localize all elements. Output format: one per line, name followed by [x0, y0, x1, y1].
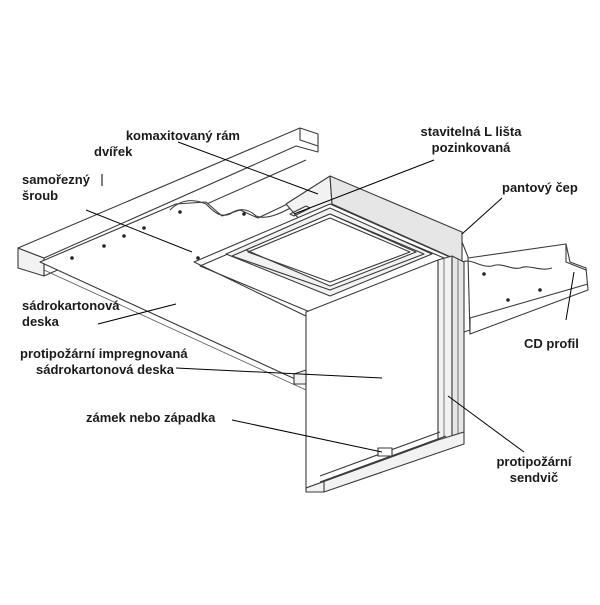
label-frame: komaxitovaný rám dvířek — [94, 128, 240, 159]
screw-dots — [70, 210, 542, 302]
cd-profile-right — [461, 243, 589, 335]
label-sandwich: protipožární sendvič — [496, 454, 572, 485]
screw-dot — [102, 244, 106, 248]
opening-rim — [193, 203, 453, 319]
leader-lstrip — [293, 159, 435, 215]
label-cdprofile: CD profil — [524, 336, 579, 351]
label-lstrip: stavitelná L lišta pozinkovaná — [420, 124, 522, 155]
leader-fireboard — [175, 367, 383, 379]
screw-dot — [122, 234, 126, 238]
screw-dot — [178, 210, 182, 214]
leader-lock — [231, 419, 383, 453]
screw-dot — [242, 212, 246, 216]
label-lock: zámek nebo západka — [86, 410, 216, 425]
door-panel — [293, 255, 465, 493]
leader-screw — [85, 209, 193, 253]
screw-dot — [482, 272, 486, 276]
label-fireboard: protipožární impregnovaná sádrokartonová… — [20, 346, 188, 377]
lock-latch — [377, 447, 393, 457]
leader-board — [97, 303, 177, 325]
screw-dot — [196, 256, 200, 260]
leader-frame — [177, 141, 319, 195]
screw-dot — [70, 256, 74, 260]
leader-lines — [85, 141, 575, 453]
screw-dot — [142, 226, 146, 230]
leader-sandwich — [447, 395, 525, 453]
label-screw: samořezný šroub — [22, 172, 90, 203]
label-board: sádrokartonová deska — [22, 298, 120, 329]
screw-dot — [538, 288, 542, 292]
leader-hinge — [461, 197, 503, 235]
leader-cdprofile — [565, 271, 575, 321]
screw-dot — [506, 298, 510, 302]
label-hinge: pantový čep — [502, 180, 578, 195]
